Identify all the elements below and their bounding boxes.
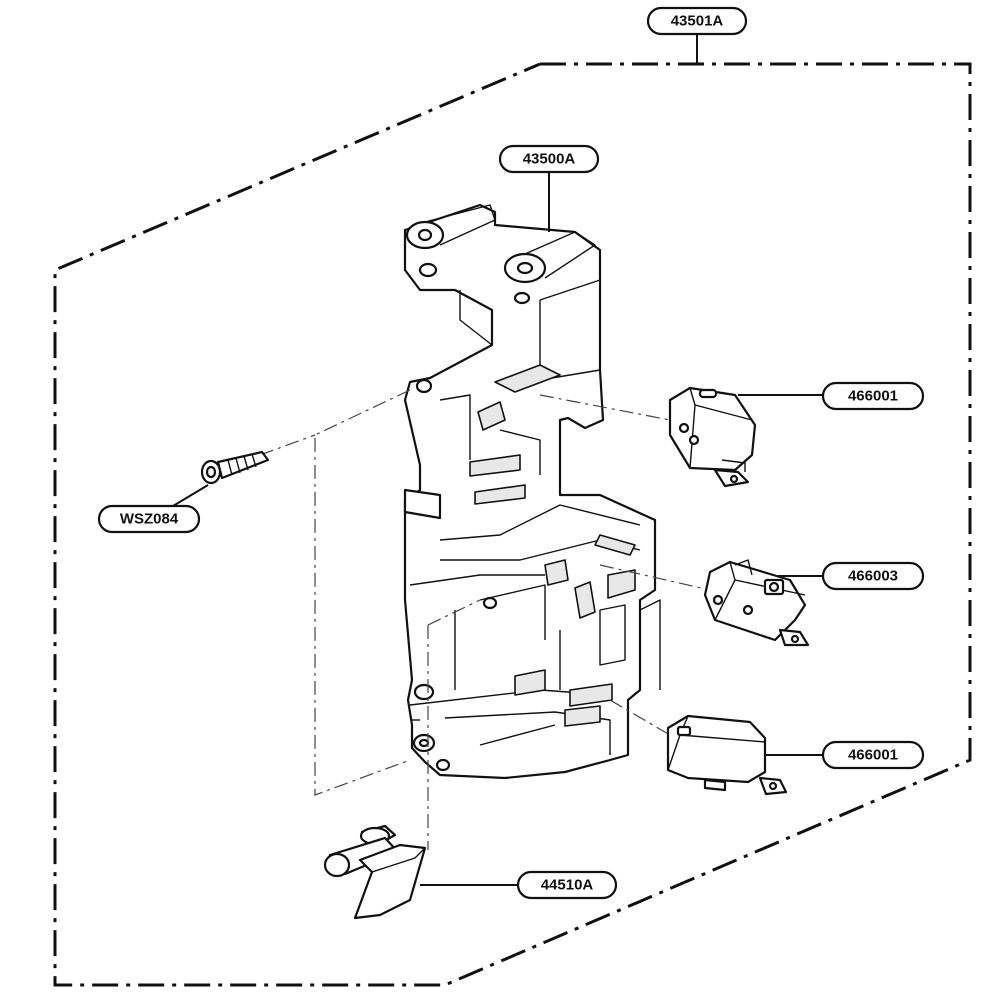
micro-switch-icon: [668, 386, 757, 488]
switch-holder-frame: [403, 203, 661, 780]
micro-switch-icon: [703, 559, 810, 647]
callout-lever: 44510A: [516, 870, 618, 900]
callout-switch-bottom: 466001: [821, 740, 925, 770]
lever-icon: [323, 824, 427, 920]
callout-frame-label: 43500A: [523, 151, 576, 168]
micro-switch-bottom: [666, 714, 788, 796]
callout-assembly-label: 43501A: [671, 13, 724, 30]
callout-switch-middle-label: 466003: [848, 568, 898, 585]
micro-switch-top: [668, 386, 757, 488]
screw-icon: [200, 450, 270, 485]
screw: [200, 450, 270, 485]
callout-switch-middle: 466003: [821, 561, 925, 591]
callout-lever-label: 44510A: [541, 877, 594, 894]
callout-assembly: 43501A: [646, 6, 748, 36]
micro-switch-icon: [666, 714, 788, 796]
callout-frame: 43500A: [498, 144, 600, 174]
callout-switch-bottom-label: 466001: [848, 747, 898, 764]
callout-screw-label: WSZ084: [120, 511, 179, 528]
lever: [323, 824, 427, 920]
assembly-boundary: [53, 62, 972, 987]
callout-switch-top-label: 466001: [848, 388, 898, 405]
micro-switch-middle: [703, 559, 810, 647]
callout-switch-top: 466001: [821, 381, 925, 411]
callout-screw: WSZ084: [97, 504, 201, 534]
assembly-guide-lines: [259, 389, 711, 850]
